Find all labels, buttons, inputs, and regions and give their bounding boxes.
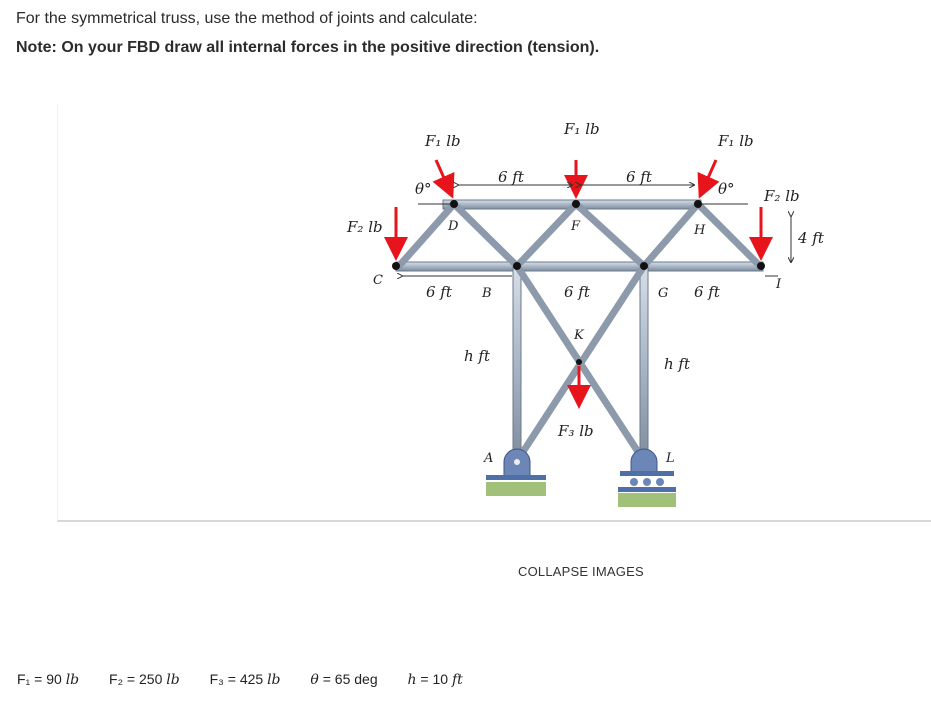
label-F2-left: F₂ lb xyxy=(346,218,383,236)
load-F1-D xyxy=(432,159,455,199)
dim-h-right: h ft xyxy=(664,355,691,373)
member-GL xyxy=(639,265,649,462)
param-F1: F₁ = 90 lb xyxy=(17,671,80,688)
label-F1-center: F₁ lb xyxy=(563,120,600,138)
param-F3: F₃ = 425 lb xyxy=(209,671,281,688)
load-F1-H xyxy=(697,159,720,199)
dim-BG: 6 ft xyxy=(564,283,591,301)
member-GH xyxy=(640,200,702,270)
member-CI xyxy=(395,261,764,272)
joint-I xyxy=(757,262,765,270)
label-F2-right: F₂ lb xyxy=(763,187,800,205)
joint-D xyxy=(450,200,458,208)
label-theta-left: θ° xyxy=(415,180,432,198)
svg-text:A: A xyxy=(483,451,493,466)
joint-H xyxy=(694,200,702,208)
dim-h-left: h ft xyxy=(464,347,491,365)
svg-text:B: B xyxy=(481,286,492,301)
svg-text:G: G xyxy=(658,286,668,301)
joint-labels: C D F H B G I K A L xyxy=(373,219,782,466)
param-h: h = 10 ft xyxy=(407,671,463,688)
param-theta: θ = 65 deg xyxy=(310,671,378,688)
roller-support-L xyxy=(618,448,676,507)
given-parameters: F₁ = 90 lb F₂ = 250 lb F₃ = 425 lb θ = 6… xyxy=(17,671,489,688)
member-FG xyxy=(572,200,648,270)
label-F3: F₃ lb xyxy=(557,422,594,440)
truss-figure: F₁ lb F₁ lb F₁ lb F₂ lb F₂ lb F₃ lb θ° θ… xyxy=(57,104,931,522)
svg-text:C: C xyxy=(373,273,383,288)
joint-K xyxy=(576,359,582,365)
member-HI xyxy=(694,200,764,270)
svg-text:L: L xyxy=(665,451,675,466)
member-BF xyxy=(513,200,580,270)
joint-F xyxy=(572,200,580,208)
instruction-text: For the symmetrical truss, use the metho… xyxy=(16,10,478,27)
member-DB xyxy=(450,200,521,270)
svg-text:I: I xyxy=(775,277,782,292)
joint-C xyxy=(392,262,400,270)
dim-CB: 6 ft xyxy=(426,283,453,301)
pin-support-A xyxy=(486,448,546,496)
dim-4ft: 4 ft xyxy=(797,229,825,247)
svg-text:F: F xyxy=(570,219,581,234)
label-theta-right: θ° xyxy=(718,180,735,198)
member-CD xyxy=(395,200,458,270)
joint-dots xyxy=(392,200,765,365)
truss-diagram: F₁ lb F₁ lb F₁ lb F₂ lb F₂ lb F₃ lb θ° θ… xyxy=(346,120,825,507)
label-F1-right: F₁ lb xyxy=(717,132,754,150)
param-F2: F₂ = 250 lb xyxy=(109,671,180,688)
dimension-lines xyxy=(402,185,791,276)
joint-G xyxy=(640,262,648,270)
collapse-images-button[interactable]: COLLAPSE IMAGES xyxy=(518,564,644,579)
label-F1-left: F₁ lb xyxy=(424,132,461,150)
dim-GI: 6 ft xyxy=(694,283,721,301)
note-text: Note: On your FBD draw all internal forc… xyxy=(16,39,600,56)
joint-B xyxy=(513,262,521,270)
svg-text:H: H xyxy=(693,223,706,238)
dim-FH: 6 ft xyxy=(626,168,653,186)
dim-DF: 6 ft xyxy=(498,168,525,186)
load-arrows xyxy=(384,159,773,409)
member-BA xyxy=(512,265,522,462)
svg-text:D: D xyxy=(447,219,459,234)
svg-text:K: K xyxy=(573,328,585,343)
